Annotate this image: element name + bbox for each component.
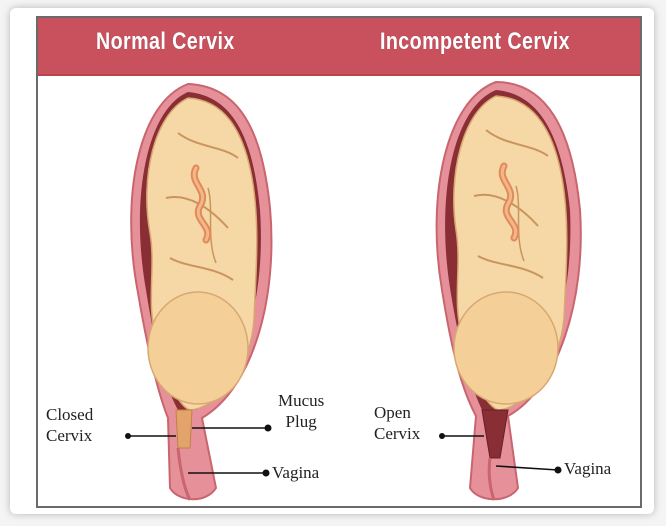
fetus-head-right xyxy=(454,292,558,404)
vagina-label-left: Vagina xyxy=(272,462,319,483)
fetus-head-left xyxy=(148,292,248,404)
mucus-plug-label: Mucus Plug xyxy=(278,390,324,432)
vagina-label-right: Vagina xyxy=(564,458,611,479)
normal-uterus xyxy=(131,84,271,500)
open-cervix-label: Open Cervix xyxy=(374,402,420,444)
cervix-illustration xyxy=(38,18,642,508)
diagram-panel: Normal Cervix Incompetent Cervix xyxy=(36,16,642,508)
closed-cervix-label: Closed Cervix xyxy=(46,404,93,446)
mucus-plug xyxy=(176,410,192,448)
incompetent-uterus xyxy=(437,82,581,500)
